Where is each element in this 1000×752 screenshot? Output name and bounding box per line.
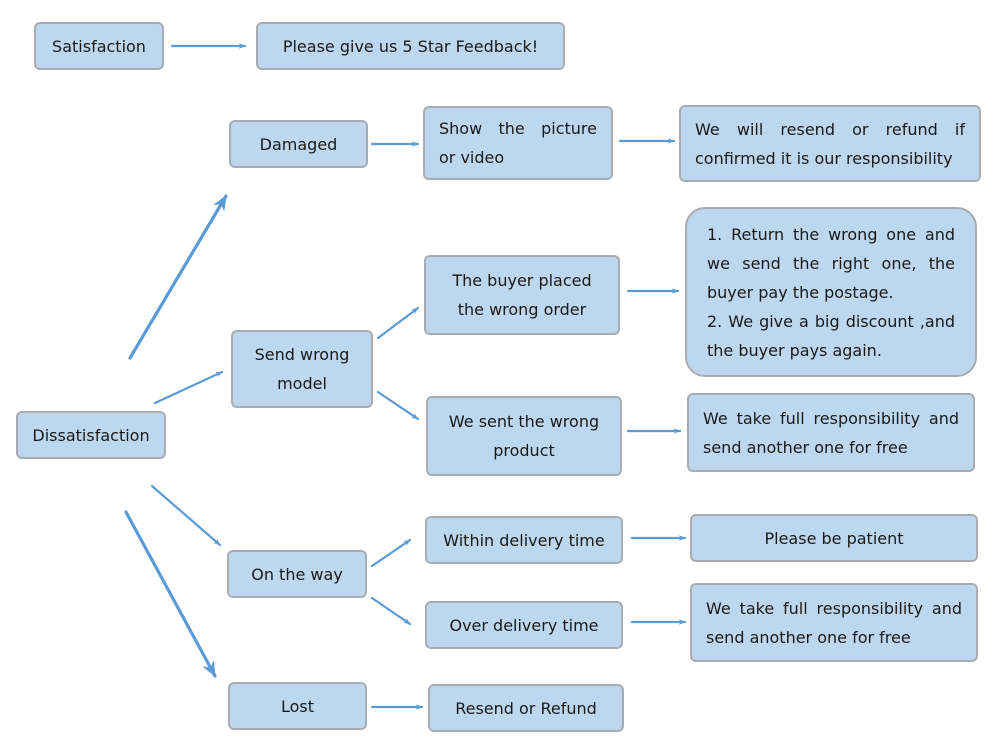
buyer-placed-wrong-box: The buyer placed the wrong order xyxy=(424,255,620,335)
arrow-wrongmodel-wesent xyxy=(376,390,420,421)
resend-refund-confirm-box: We will resend or refund if confirmed it… xyxy=(679,105,981,182)
on-the-way-label: On the way xyxy=(251,564,343,584)
full-responsibility-text-1: We take full responsibility and send ano… xyxy=(703,404,959,462)
buyer-placed-wrong-text: The buyer placed the wrong order xyxy=(452,266,591,324)
show-picture-text: Show the picture or video xyxy=(439,114,597,172)
full-responsibility-line: send another one for free xyxy=(703,437,908,457)
return-wrong-line: buyer pay the postage. xyxy=(707,282,894,302)
be-patient-label: Please be patient xyxy=(764,528,904,548)
buyer-placed-wrong-line: The buyer placed xyxy=(452,271,592,290)
five-star-feedback-label: Please give us 5 Star Feedback! xyxy=(282,36,539,56)
within-delivery-box: Within delivery time xyxy=(425,516,623,564)
send-wrong-model-line: model xyxy=(277,374,327,393)
full-responsibility-box-1: We take full responsibility and send ano… xyxy=(687,393,975,472)
arrow-dissat-wrongmodel xyxy=(153,370,224,405)
arrow-dissat-damaged xyxy=(128,194,228,360)
arrow-ontheway-within xyxy=(370,538,412,568)
we-sent-wrong-text: We sent the wrong product xyxy=(449,407,599,465)
we-sent-wrong-line: We sent the wrong xyxy=(448,412,600,431)
satisfaction-label: Satisfaction xyxy=(52,36,146,56)
we-sent-wrong-line: product xyxy=(493,441,555,460)
full-responsibility-box-2: We take full responsibility and send ano… xyxy=(690,583,978,662)
show-picture-line: or video xyxy=(439,148,505,167)
send-wrong-model-line: Send wrong xyxy=(254,345,350,364)
resend-refund-confirm-line: We will resend or refund if xyxy=(695,119,965,139)
damaged-box: Damaged xyxy=(229,120,368,168)
be-patient-box: Please be patient xyxy=(690,514,978,562)
within-delivery-label: Within delivery time xyxy=(443,530,605,550)
return-wrong-line: we send the right one, the xyxy=(707,253,955,273)
we-sent-wrong-box: We sent the wrong product xyxy=(426,396,622,476)
full-responsibility-line: We take full responsibility and xyxy=(703,408,959,428)
arrow-dissat-ontheway xyxy=(150,484,222,547)
resend-refund-confirm-line: confirmed it is our responsibility xyxy=(695,148,953,168)
arrow-wrongmodel-buyer xyxy=(376,306,420,340)
dissatisfaction-label: Dissatisfaction xyxy=(32,425,150,445)
show-picture-box: Show the picture or video xyxy=(423,106,613,180)
show-picture-line: Show the picture xyxy=(439,119,597,138)
over-delivery-label: Over delivery time xyxy=(449,615,599,635)
lost-label: Lost xyxy=(280,696,315,716)
full-responsibility-line: send another one for free xyxy=(706,627,911,647)
return-wrong-line: 1. Return the wrong one and xyxy=(707,224,955,244)
lost-box: Lost xyxy=(228,682,367,730)
send-wrong-model-text: Send wrong model xyxy=(255,340,350,398)
arrow-ontheway-over xyxy=(370,596,412,626)
full-responsibility-line: We take full responsibility and xyxy=(706,598,962,618)
over-delivery-box: Over delivery time xyxy=(425,601,623,649)
return-wrong-line: 2. We give a big discount ,and xyxy=(707,311,955,331)
satisfaction-box: Satisfaction xyxy=(34,22,164,70)
dissatisfaction-box: Dissatisfaction xyxy=(16,411,166,459)
buyer-placed-wrong-line: the wrong order xyxy=(457,300,587,319)
damaged-label: Damaged xyxy=(259,134,338,154)
five-star-feedback-box: Please give us 5 Star Feedback! xyxy=(256,22,565,70)
send-wrong-model-box: Send wrong model xyxy=(231,330,373,408)
resend-refund-confirm-text: We will resend or refund if confirmed it… xyxy=(695,115,965,173)
on-the-way-box: On the way xyxy=(227,550,367,598)
full-responsibility-text-2: We take full responsibility and send ano… xyxy=(706,594,962,652)
return-wrong-text: 1. Return the wrong one and we send the … xyxy=(707,220,955,365)
return-wrong-line: the buyer pays again. xyxy=(707,340,882,360)
arrow-dissat-lost xyxy=(124,510,217,678)
resend-or-refund-label: Resend or Refund xyxy=(455,698,597,718)
resend-or-refund-box: Resend or Refund xyxy=(428,684,624,732)
return-wrong-box: 1. Return the wrong one and we send the … xyxy=(685,207,977,377)
